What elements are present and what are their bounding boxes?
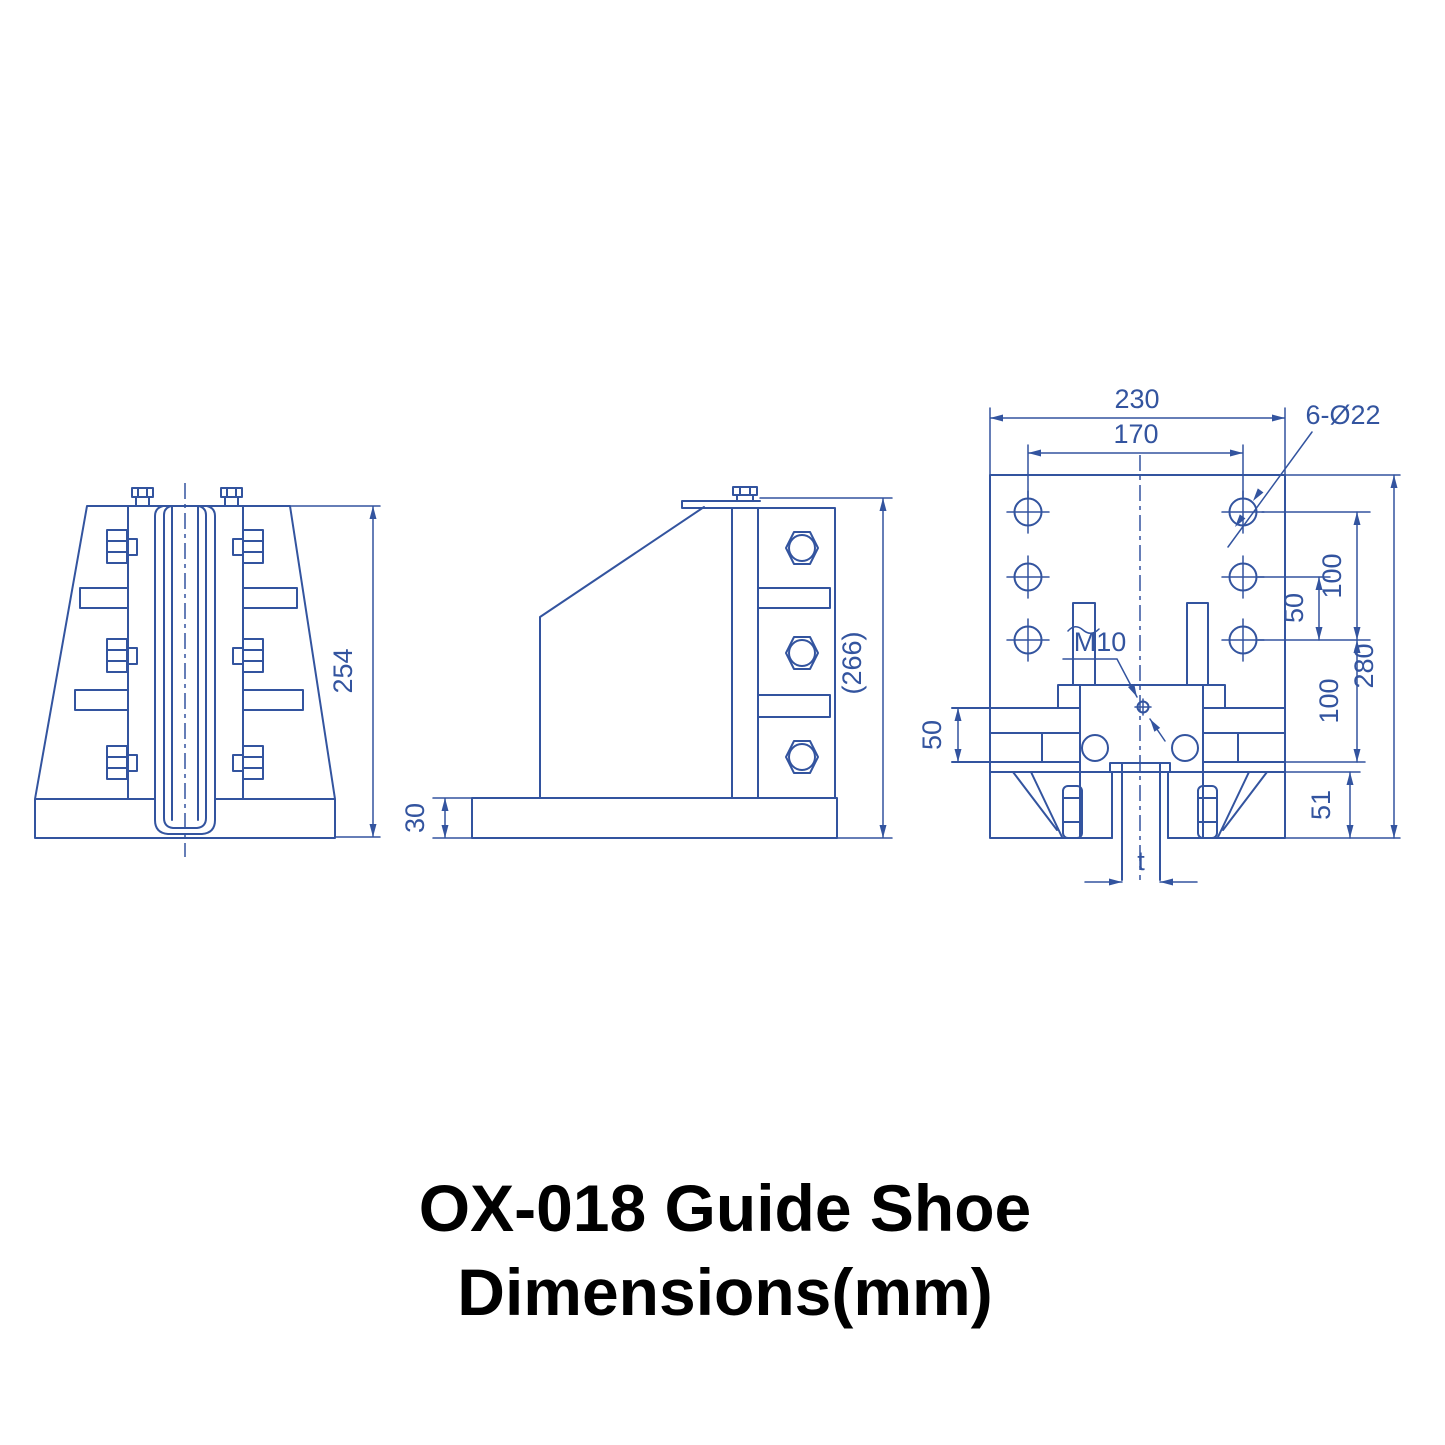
dim-254: 254 <box>289 505 381 838</box>
spacer-bars <box>74 587 304 711</box>
dim-280: 280 <box>1349 474 1398 839</box>
dim-266: (266) <box>759 497 893 839</box>
gusset <box>539 506 705 799</box>
title-line-1: OX-018 Guide Shoe <box>419 1171 1032 1245</box>
top-bolt <box>732 486 758 502</box>
clamp-bolts <box>106 529 264 780</box>
page-title: OX-018 Guide Shoe Dimensions(mm) <box>419 1171 1032 1329</box>
callout-m10: M10 <box>1062 627 1166 742</box>
dim-50-clamp-label: 50 <box>917 720 947 750</box>
dim-254-label: 254 <box>328 648 358 693</box>
mounting-holes <box>1006 490 1265 662</box>
dim-170: 170 <box>1027 419 1244 499</box>
dim-280-label: 280 <box>1349 643 1379 688</box>
hex-bolt-heads <box>785 531 819 774</box>
bottom-bracket <box>1012 771 1268 839</box>
dim-t: t <box>1084 846 1198 886</box>
dim-170-label: 170 <box>1113 419 1158 449</box>
dim-100-upper-label: 100 <box>1317 553 1347 598</box>
break-line <box>1067 626 1100 634</box>
dim-100-lower: 100 <box>1314 639 1361 763</box>
dim-230-label: 230 <box>1114 384 1159 414</box>
base-plate <box>471 797 838 839</box>
dim-50-holes: 50 <box>1279 576 1323 641</box>
dim-t-label: t <box>1137 846 1145 876</box>
dim-30-label: 30 <box>400 803 430 833</box>
rear-view: 230 170 6-Ø22 M10 100 <box>917 384 1401 886</box>
dim-30: 30 <box>400 797 473 839</box>
dim-100-upper: 100 <box>1317 511 1361 641</box>
top-bolts <box>131 487 243 507</box>
dim-100-lower-label: 100 <box>1314 678 1344 723</box>
title-line-2: Dimensions(mm) <box>457 1255 992 1329</box>
dim-51: 51 <box>1306 771 1354 839</box>
hole-callout-label: 6-Ø22 <box>1305 400 1380 430</box>
callout-6-d22: 6-Ø22 <box>1227 400 1381 548</box>
dim-50-holes-label: 50 <box>1279 593 1309 623</box>
rail-slot <box>1109 762 1171 881</box>
thread-callout-label: M10 <box>1074 627 1127 657</box>
dim-50-clamp: 50 <box>917 707 962 763</box>
front-view: 254 <box>34 483 381 857</box>
side-view: 30 (266) <box>400 486 893 839</box>
dim-230: 230 <box>989 384 1286 476</box>
dim-266-label: (266) <box>837 631 867 694</box>
dim-51-label: 51 <box>1306 790 1336 820</box>
shoe-block <box>1057 684 1226 839</box>
upright-bars <box>1067 602 1209 686</box>
